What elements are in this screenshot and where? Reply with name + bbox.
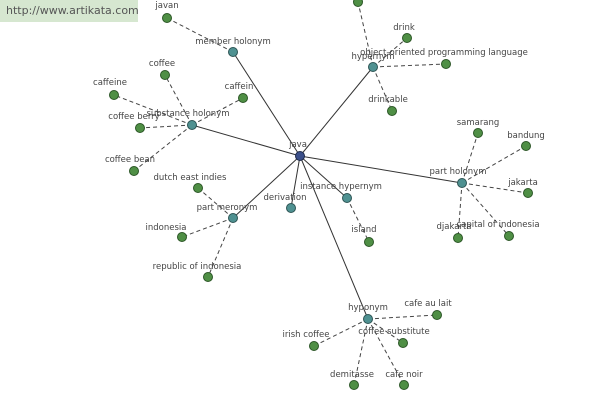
graph-nodes xyxy=(109,0,533,390)
edge-part-holonym-samarang xyxy=(461,132,479,184)
relation-label-hypernym[interactable]: hypernym xyxy=(351,52,394,62)
edge-substance-holonym-coffee-bean xyxy=(133,124,193,172)
term-label-coffee[interactable]: coffee xyxy=(149,59,175,69)
term-node-irish-coffee[interactable] xyxy=(309,341,319,351)
term-label-indonesia[interactable]: indonesia xyxy=(146,223,187,233)
edge-java-instance-hypernym xyxy=(299,155,348,199)
edge-java-hypernym xyxy=(299,66,374,157)
edge-instance-hypernym-island xyxy=(346,197,370,243)
edge-substance-holonym-coffee-berry xyxy=(139,124,193,129)
edge-hyponym-cafe-au-lait xyxy=(367,314,438,320)
graph-labels: javan caffeine coffee caffein coffee berry co… xyxy=(93,1,545,380)
edge-hypernym-drinkable xyxy=(372,66,393,112)
term-node-coffee-berry[interactable] xyxy=(135,123,145,133)
term-node-demitasse[interactable] xyxy=(349,380,359,390)
edge-substance-holonym-caffein xyxy=(191,97,244,126)
edge-hypernym-oop-language xyxy=(372,63,447,68)
edge-hyponym-demitasse xyxy=(353,318,369,386)
term-node-coffee-substitute[interactable] xyxy=(398,338,408,348)
term-label-coffee-berry[interactable]: coffee berry xyxy=(108,112,159,122)
root-node-java[interactable] xyxy=(295,151,305,161)
root-label-java[interactable]: java xyxy=(288,140,307,150)
relation-node-hyponym[interactable] xyxy=(363,314,373,324)
relation-label-hyponym[interactable]: hyponym xyxy=(348,303,388,313)
term-node-jakarta[interactable] xyxy=(523,188,533,198)
edge-part-meronym-republic-of-indonesia xyxy=(207,217,234,278)
term-label-coffee-substitute[interactable]: coffee substitute xyxy=(358,327,430,337)
edge-java-hyponym xyxy=(299,155,369,320)
edge-substance-holonym-coffee xyxy=(164,74,193,126)
relation-label-instance-hypernym[interactable]: instance hypernym xyxy=(300,182,382,192)
relation-node-part-holonym[interactable] xyxy=(457,178,467,188)
term-label-irish-coffee[interactable]: irish coffee xyxy=(283,330,330,340)
term-node-coffee[interactable] xyxy=(160,70,170,80)
relation-label-part-holonym[interactable]: part holonym xyxy=(430,167,487,177)
edge-part-holonym-capital-of-indonesia xyxy=(461,182,510,237)
term-node-drink[interactable] xyxy=(402,33,412,43)
term-label-caffeine[interactable]: caffeine xyxy=(93,78,127,88)
term-node-caffeine[interactable] xyxy=(109,90,119,100)
term-node-samarang[interactable] xyxy=(473,128,483,138)
term-node-bandung[interactable] xyxy=(521,141,531,151)
term-label-demitasse[interactable]: demitasse xyxy=(330,370,374,380)
term-label-javan[interactable]: javan xyxy=(154,1,178,11)
relation-node-member-holonym[interactable] xyxy=(228,47,238,57)
term-node-capital-of-indonesia[interactable] xyxy=(504,231,514,241)
term-node-cafe-au-lait[interactable] xyxy=(432,310,442,320)
relation-node-part-meronym[interactable] xyxy=(228,213,238,223)
term-label-djakarta[interactable]: djakarta xyxy=(437,222,472,232)
term-node-caffein[interactable] xyxy=(238,93,248,103)
term-label-oop-language[interactable]: object-oriented programming language xyxy=(360,48,528,58)
edge-hyponym-coffee-substitute xyxy=(367,318,404,344)
term-label-coffee-bean[interactable]: coffee bean xyxy=(105,155,155,165)
relation-node-hypernym[interactable] xyxy=(368,62,378,72)
edge-hypernym-drink xyxy=(372,37,408,68)
term-node-oop-language[interactable] xyxy=(441,59,451,69)
edge-member-holonym-javan xyxy=(166,17,234,53)
term-label-caffein[interactable]: caffein xyxy=(225,82,254,92)
graph-edges xyxy=(113,1,529,386)
term-label-drinkable[interactable]: drinkable xyxy=(368,95,408,105)
term-node-beverage[interactable] xyxy=(353,0,363,7)
relation-label-member-holonym[interactable]: member holonym xyxy=(195,37,270,47)
edge-hyponym-cafe-noir xyxy=(367,318,405,386)
edge-hyponym-irish-coffee xyxy=(313,318,369,347)
edge-java-member-holonym xyxy=(232,51,301,157)
term-label-capital-of-indonesia[interactable]: capital of indonesia xyxy=(456,220,539,230)
term-node-republic-of-indonesia[interactable] xyxy=(203,272,213,282)
term-node-dutch-east-indies[interactable] xyxy=(193,183,203,193)
relation-label-part-meronym[interactable]: part meronym xyxy=(197,203,258,213)
relation-label-substance-holonym[interactable]: substance holonym xyxy=(146,109,229,119)
edge-java-derivation xyxy=(290,155,301,209)
term-label-dutch-east-indies[interactable]: dutch east indies xyxy=(154,173,228,183)
edge-part-holonym-bandung xyxy=(461,145,527,184)
term-node-indonesia[interactable] xyxy=(177,232,187,242)
edge-part-holonym-djakarta xyxy=(457,182,463,239)
term-label-bandung[interactable]: bandung xyxy=(507,131,545,141)
term-label-drink[interactable]: drink xyxy=(393,23,415,33)
edge-part-meronym-indonesia xyxy=(181,217,234,238)
term-node-island[interactable] xyxy=(364,237,374,247)
term-label-cafe-noir[interactable]: cafe noir xyxy=(385,370,423,380)
edge-java-substance-holonym xyxy=(191,124,301,157)
edge-part-meronym-dutch-east-indies xyxy=(197,187,234,219)
edge-java-part-holonym xyxy=(299,155,463,184)
watermark-url[interactable]: http://www.artikata.com xyxy=(0,0,139,22)
edge-java-part-meronym xyxy=(232,155,301,219)
relation-node-derivation[interactable] xyxy=(286,203,296,213)
relation-node-substance-holonym[interactable] xyxy=(187,120,197,130)
term-node-drinkable[interactable] xyxy=(387,106,397,116)
relation-label-derivation[interactable]: derivation xyxy=(263,193,306,203)
term-label-samarang[interactable]: samarang xyxy=(457,118,500,128)
term-label-republic-of-indonesia[interactable]: republic of indonesia xyxy=(153,262,242,272)
term-node-cafe-noir[interactable] xyxy=(399,380,409,390)
term-label-island[interactable]: island xyxy=(351,225,376,235)
term-label-jakarta[interactable]: jakarta xyxy=(507,178,538,188)
relation-node-instance-hypernym[interactable] xyxy=(342,193,352,203)
term-node-djakarta[interactable] xyxy=(453,233,463,243)
term-label-cafe-au-lait[interactable]: cafe au lait xyxy=(404,299,452,309)
term-node-javan[interactable] xyxy=(162,13,172,23)
term-node-coffee-bean[interactable] xyxy=(129,166,139,176)
